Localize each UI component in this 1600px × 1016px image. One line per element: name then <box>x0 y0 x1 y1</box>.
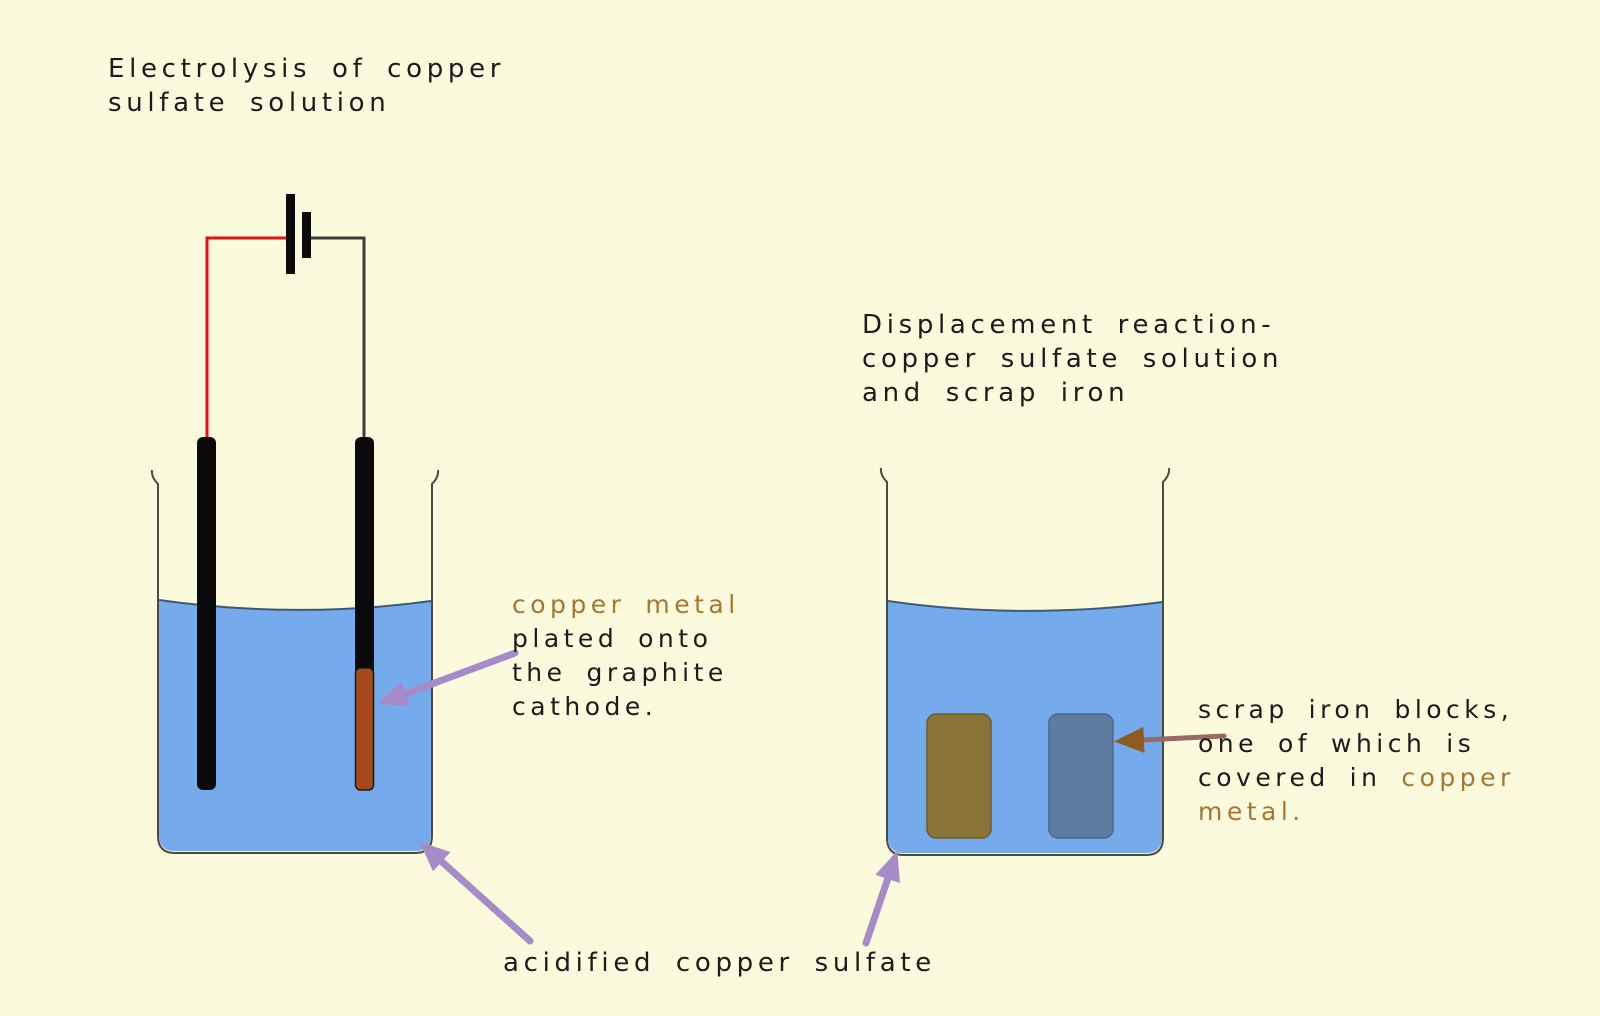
electrolysis-title-line1: Electrolysis of copper <box>108 54 506 84</box>
right-beaker-outline <box>879 467 1171 856</box>
acidified-arrow-right <box>862 850 900 947</box>
displacement-title: Displacement reaction- copper sulfate so… <box>862 308 1283 410</box>
battery-short-plate <box>302 212 311 258</box>
copper-plating-arrow <box>377 649 519 706</box>
left-liquid-surface <box>158 599 432 611</box>
displacement-title-line1: Displacement reaction- <box>862 310 1276 340</box>
displacement-title-line2: copper sulfate solution <box>862 344 1284 374</box>
copper-covered-iron-block <box>926 713 992 839</box>
scrap-iron-label-line3: covered in copper <box>1198 761 1515 795</box>
left-beaker-outline <box>150 469 440 854</box>
copper-plating-label-line3: the graphite <box>512 658 728 687</box>
electrolysis-title: Electrolysis of copper sulfate solution <box>108 52 505 120</box>
copper-plating-label-line2: plated onto <box>512 624 713 653</box>
scrap-iron-label-line1: scrap iron blocks, <box>1198 695 1514 724</box>
copper-plating-label-line1: copper metal <box>512 590 740 619</box>
scrap-iron-label-line4: metal. <box>1198 797 1305 826</box>
acidified-label-text: acidified copper sulfate <box>503 948 936 978</box>
right-liquid-surface <box>887 600 1163 612</box>
scrap-iron-label-line3-black: covered in <box>1198 763 1402 792</box>
scrap-iron-arrow <box>1114 726 1227 753</box>
battery-long-plate <box>286 194 295 274</box>
scrap-iron-label-line3-copper: copper <box>1401 763 1515 792</box>
graphite-anode <box>197 437 216 790</box>
acidified-label: acidified copper sulfate <box>503 946 936 980</box>
copper-plating-label-line4: cathode. <box>512 692 658 721</box>
scrap-iron-label-line2: one of which is <box>1198 729 1476 758</box>
scrap-iron-label: scrap iron blocks, one of which is cover… <box>1198 693 1515 829</box>
right-beaker <box>879 467 1171 856</box>
copper-plating-label: copper metal plated onto the graphite ca… <box>512 588 740 724</box>
scrap-iron-block <box>1048 713 1114 839</box>
left-beaker <box>150 469 440 854</box>
acidified-arrow-left <box>419 841 534 945</box>
battery-symbol <box>286 194 311 274</box>
negative-wire <box>311 236 366 445</box>
copper-plating <box>354 667 375 791</box>
positive-wire <box>205 236 288 445</box>
electrolysis-title-line2: sulfate solution <box>108 88 391 118</box>
displacement-title-line3: and scrap iron <box>862 378 1130 408</box>
